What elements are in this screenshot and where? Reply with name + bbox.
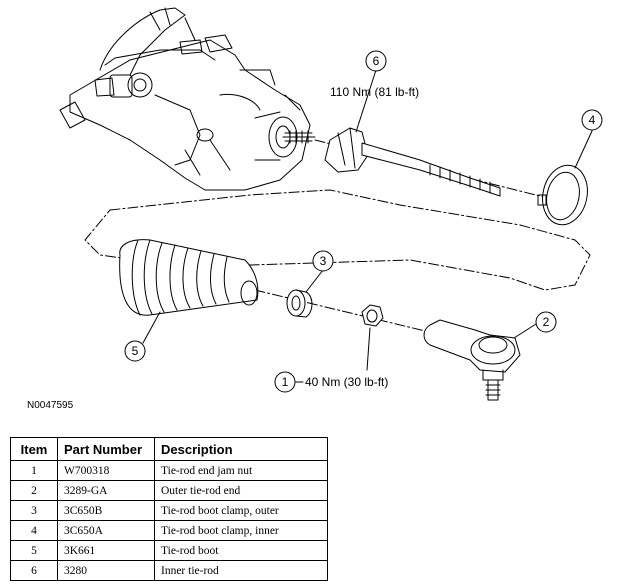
callout-circle-5 — [124, 340, 146, 362]
cell-part-number: 3280 — [57, 560, 155, 581]
table-header-row: Item Part Number Description — [10, 437, 328, 461]
callout-circle-1 — [274, 371, 296, 393]
leader-3 — [305, 269, 324, 293]
cell-part-number: W700318 — [57, 460, 155, 481]
cell-item: 6 — [10, 560, 58, 581]
steering-gear-housing — [59, 7, 311, 191]
callout-number-1: 1 — [282, 375, 289, 389]
table-row: 5 3K661 Tie-rod boot — [10, 540, 328, 561]
parts-table: Item Part Number Description 1 W700318 T… — [10, 437, 328, 581]
table-row: 4 3C650A Tie-rod boot clamp, inner — [10, 520, 328, 541]
cell-part-number: 3C650A — [57, 520, 155, 541]
table-row: 3 3C650B Tie-rod boot clamp, outer — [10, 500, 328, 521]
rack-threaded-stud — [282, 130, 316, 144]
callout-circle-2 — [535, 311, 557, 333]
callout-number-2: 2 — [543, 315, 550, 329]
callout-circle-4 — [581, 109, 603, 131]
table-row: 2 3289-GA Outer tie-rod end — [10, 480, 328, 501]
table-row: 1 W700318 Tie-rod end jam nut — [10, 460, 328, 481]
torque-spec-item-1: 40 Nm (30 lb-ft) — [305, 375, 388, 389]
callout-number-6: 6 — [373, 54, 380, 68]
cell-item: 5 — [10, 540, 58, 561]
outer-boot-clamp — [286, 289, 313, 318]
header-description: Description — [154, 437, 328, 461]
leader-2 — [513, 323, 537, 339]
table-row: 6 3280 Inner tie-rod — [10, 560, 328, 581]
cell-description: Outer tie-rod end — [154, 480, 328, 501]
cell-description: Tie-rod end jam nut — [154, 460, 328, 481]
tie-rod-boot — [119, 239, 259, 316]
header-part-number: Part Number — [57, 437, 155, 461]
exploded-view-diagram: 6 4 3 2 5 1 110 Nm (81 lb-ft) 40 Nm (30 … — [59, 7, 603, 401]
callout-circle-3 — [312, 250, 334, 272]
torque-spec-item-6: 110 Nm (81 lb-ft) — [330, 85, 419, 99]
inner-tie-rod — [324, 127, 501, 197]
cell-item: 2 — [10, 480, 58, 501]
outer-tie-rod-end — [423, 319, 521, 401]
cell-description: Tie-rod boot clamp, inner — [154, 520, 328, 541]
cell-description: Inner tie-rod — [154, 560, 328, 581]
leader-5 — [142, 311, 161, 344]
cell-description: Tie-rod boot clamp, outer — [154, 500, 328, 521]
leader-4 — [574, 130, 593, 169]
leader-1 — [366, 327, 371, 371]
cell-description: Tie-rod boot — [154, 540, 328, 561]
jam-nut — [361, 304, 384, 327]
callout-number-3: 3 — [320, 254, 327, 268]
callout-number-5: 5 — [132, 344, 139, 358]
cell-item: 3 — [10, 500, 58, 521]
leader-6 — [355, 69, 377, 133]
inner-boot-clamp — [537, 164, 588, 226]
header-item: Item — [10, 437, 58, 461]
cell-item: 4 — [10, 520, 58, 541]
cell-item: 1 — [10, 460, 58, 481]
cell-part-number: 3289-GA — [57, 480, 155, 501]
callout-number-4: 4 — [589, 113, 596, 127]
cell-part-number: 3C650B — [57, 500, 155, 521]
cell-part-number: 3K661 — [57, 540, 155, 561]
callout-circle-6 — [365, 50, 387, 72]
figure-id: N0047595 — [27, 400, 74, 411]
